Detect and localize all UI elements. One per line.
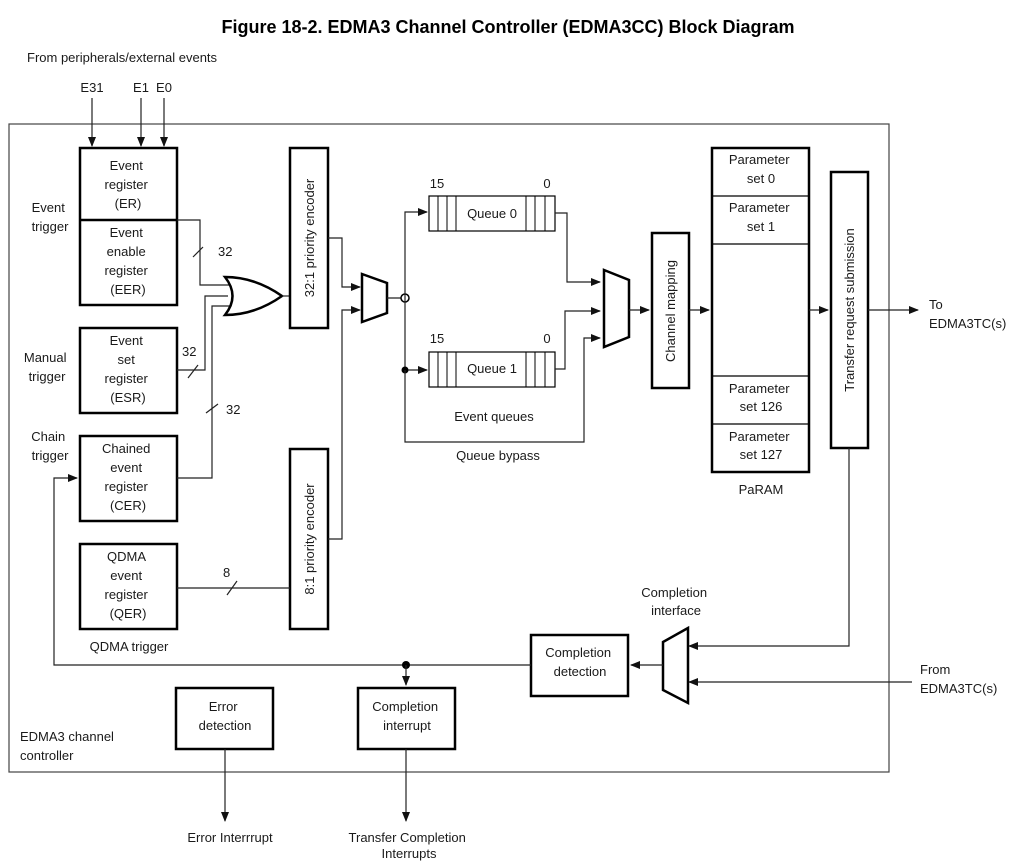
channel-mapping-box (650, 231, 691, 390)
event-select-mux (360, 272, 389, 324)
to-queue0 (404, 208, 428, 298)
manual-trigger-label: Manual trigger (24, 350, 70, 384)
transfer-submission-label: Transfer request submission (842, 228, 857, 392)
er-eer-box (78, 146, 179, 307)
queue0-box (428, 195, 556, 232)
qdma-trigger-label: QDMA trigger (90, 639, 169, 654)
enc8-to-mux (328, 306, 361, 540)
param-set-127: Parameter set 127 (729, 429, 793, 462)
controller-boundary (8, 123, 890, 773)
transfer-interrupts-label: Transfer Completion Interrupts (349, 830, 470, 861)
cer-bus-width: 32 (226, 402, 240, 417)
queue1-lo-index: 0 (543, 331, 550, 346)
priority-encoder-8-label: 8:1 priority encoder (302, 483, 317, 595)
esr-bus-width: 32 (182, 344, 196, 359)
enc32-to-mux (328, 237, 361, 291)
cer-bus (177, 305, 233, 479)
channel-mapping-label: Channel mapping (663, 260, 678, 362)
queue-select-mux (602, 268, 631, 349)
from-tc-label: From EDMA3TC(s) (920, 662, 997, 696)
param-set-126: Parameter set 126 (729, 381, 793, 414)
priority-encoder-32 (288, 146, 330, 330)
queue1-slots (437, 352, 546, 387)
e0-label: E0 (156, 80, 172, 95)
queue0-label: Queue 0 (467, 206, 517, 221)
cer-box (78, 434, 179, 523)
chain-feedback-wire (53, 474, 531, 666)
qer-bus-tick (226, 580, 238, 596)
source-caption: From peripherals/external events (27, 50, 218, 65)
controller-label: EDMA3 channel controller (20, 729, 118, 763)
completion-detection-label: Completion detection (545, 645, 614, 679)
queue1-box (428, 351, 556, 388)
queue0-lo-index: 0 (543, 176, 550, 191)
queue1-label: Queue 1 (467, 361, 517, 376)
queue1-to-mux (555, 307, 601, 370)
param-set-0: Parameter set 0 (729, 152, 793, 186)
param-caption: PaRAM (739, 482, 784, 497)
er-label: Event register (ER) (105, 158, 152, 211)
completion-detection-box (529, 633, 630, 698)
qer-bus-width: 8 (223, 565, 230, 580)
queue0-hi-index: 15 (430, 176, 444, 191)
error-interrupt-label: Error Interrrupt (187, 830, 273, 845)
queue1-hi-index: 15 (430, 331, 444, 346)
queue0-to-mux (555, 212, 601, 286)
eer-bus (177, 219, 233, 286)
completion-interrupt-label: Completion interrupt (372, 699, 441, 733)
param-set-1: Parameter set 1 (729, 200, 793, 234)
esr-bus (177, 295, 228, 371)
priority-encoder-8 (288, 447, 330, 631)
eer-bus-width: 32 (218, 244, 232, 259)
e1-label: E1 (133, 80, 149, 95)
completion-interrupt-box (356, 686, 457, 751)
e31-label: E31 (80, 80, 103, 95)
completion-interface-mux (661, 625, 690, 706)
to-tc-label: To EDMA3TC(s) (929, 297, 1006, 331)
queue-bypass-wire (404, 334, 601, 443)
cer-label: Chained event register (CER) (102, 441, 154, 513)
submission-to-completion-interface (688, 448, 850, 650)
to-queue1 (404, 298, 428, 374)
error-detection-label: Error detection (199, 699, 252, 733)
error-detection-box (174, 686, 275, 751)
esr-label: Event set register (ESR) (105, 333, 152, 405)
param-box (710, 146, 811, 474)
figure-title: Figure 18-2. EDMA3 Channel Controller (E… (221, 17, 794, 37)
event-queues-caption: Event queues (454, 409, 534, 424)
esr-bus-tick (187, 364, 199, 379)
priority-encoder-32-label: 32:1 priority encoder (302, 178, 317, 297)
queue-bypass-caption: Queue bypass (456, 448, 540, 463)
event-trigger-label: Event trigger (32, 200, 70, 234)
queue0-slots (437, 196, 546, 231)
qer-box (78, 542, 179, 631)
cer-bus-tick (205, 403, 219, 414)
qer-label: QDMA event register (QER) (105, 549, 152, 621)
or-gate (222, 275, 285, 317)
chain-trigger-label: Chain trigger (31, 429, 69, 463)
completion-interface-label: Completion interface (641, 585, 710, 618)
transfer-submission-box (829, 170, 870, 450)
eer-label: Event enable register (EER) (105, 225, 152, 297)
eer-bus-tick (192, 246, 204, 258)
